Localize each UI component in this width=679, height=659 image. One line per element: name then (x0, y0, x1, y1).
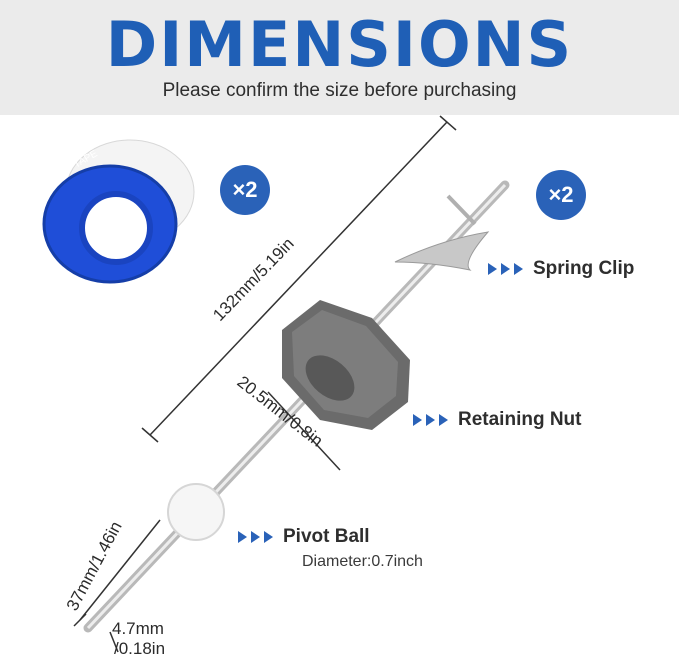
retaining-nut (282, 300, 410, 430)
callout-spring-clip: Spring Clip (488, 258, 634, 280)
total-length-label: 132mm/5.19in (209, 234, 298, 325)
pointer-arrows-icon (413, 414, 448, 426)
callout-pivot-ball: Pivot Ball (238, 526, 370, 548)
tape-quantity-badge: ×2 (220, 165, 270, 215)
ptfe-tape-image: TAPE (42, 139, 195, 284)
rod-diameter-line1: 4.7mm (112, 619, 164, 638)
callout-retaining-nut: Retaining Nut (413, 409, 582, 431)
spring-clip (394, 231, 490, 271)
callout-label: Pivot Ball (283, 526, 370, 547)
pivot-ball (167, 483, 225, 541)
rod-diameter-line2: /0.18in (114, 639, 165, 658)
callout-label: Spring Clip (533, 258, 635, 279)
callout-label: Retaining Nut (458, 409, 582, 430)
page-subtitle: Please confirm the size before purchasin… (162, 80, 517, 101)
page-title: DIMENSIONS (105, 8, 574, 81)
pointer-arrows-icon (238, 531, 273, 543)
pivot-ball-diameter: Diameter:0.7inch (302, 553, 423, 570)
pointer-arrows-icon (488, 263, 523, 275)
rod-quantity-badge: ×2 (536, 170, 586, 220)
header-banner: DIMENSIONS Please confirm the size befor… (0, 0, 679, 115)
